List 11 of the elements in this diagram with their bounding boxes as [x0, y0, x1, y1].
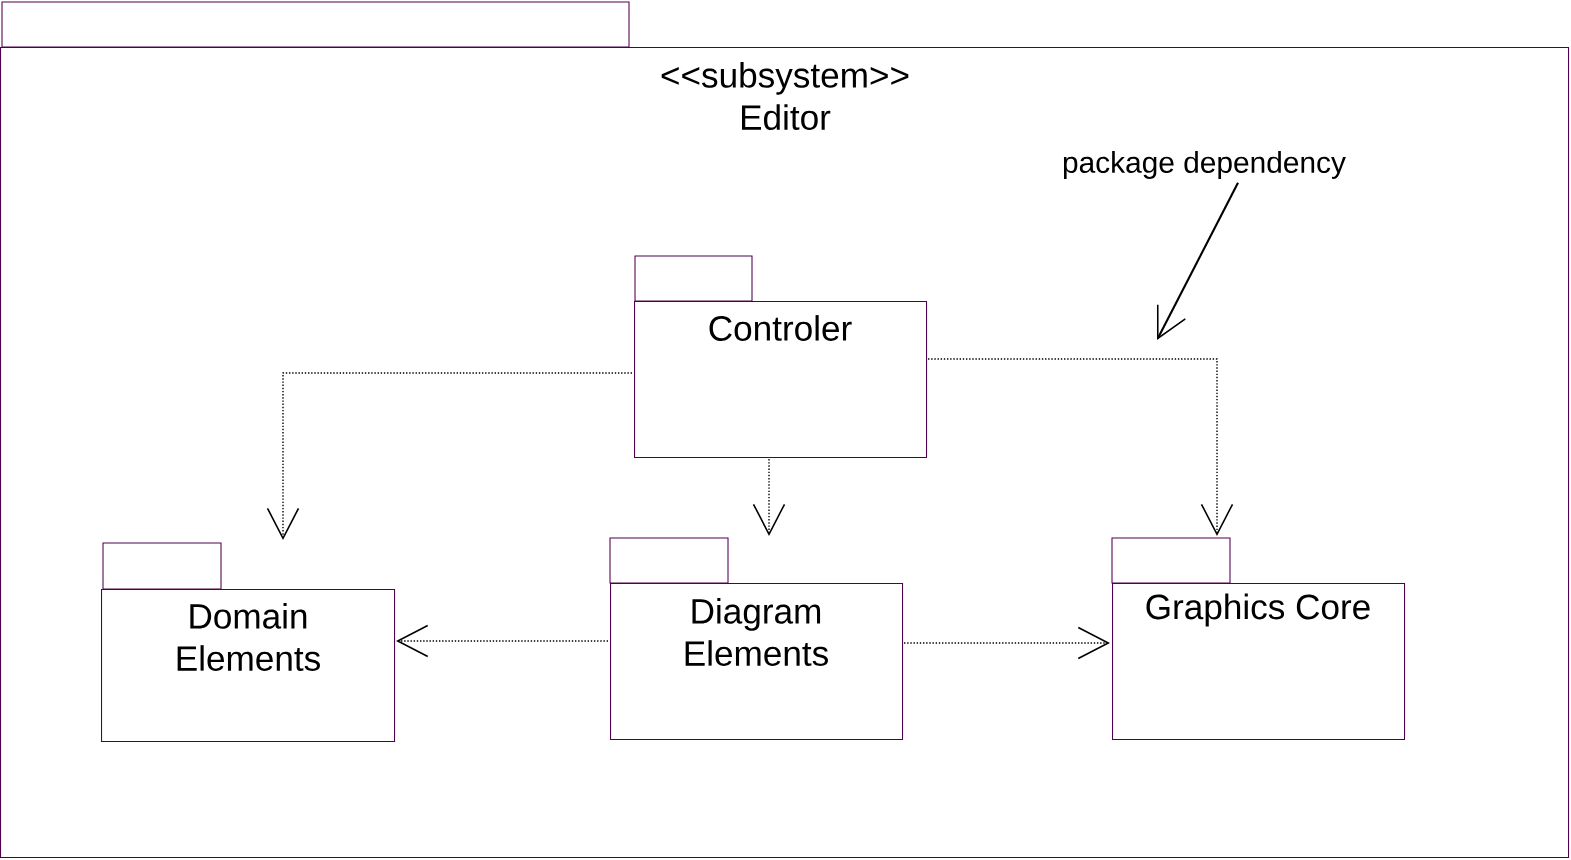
dependency-arrow: [396, 624, 609, 658]
dependency-arrow: [752, 458, 786, 536]
dependency-arrow: [266, 372, 633, 540]
package-box: Diagram Elements: [609, 537, 904, 741]
dependency-arrow: [903, 626, 1110, 660]
package-box: Graphics Core: [1111, 537, 1406, 741]
dependency-arrow: [927, 358, 1234, 536]
annotation-text: package dependency: [1063, 151, 1346, 179]
package-box: Controler: [634, 255, 928, 459]
package-box: Domain Elements: [101, 542, 396, 743]
leader-arrow: [1156, 182, 1239, 340]
